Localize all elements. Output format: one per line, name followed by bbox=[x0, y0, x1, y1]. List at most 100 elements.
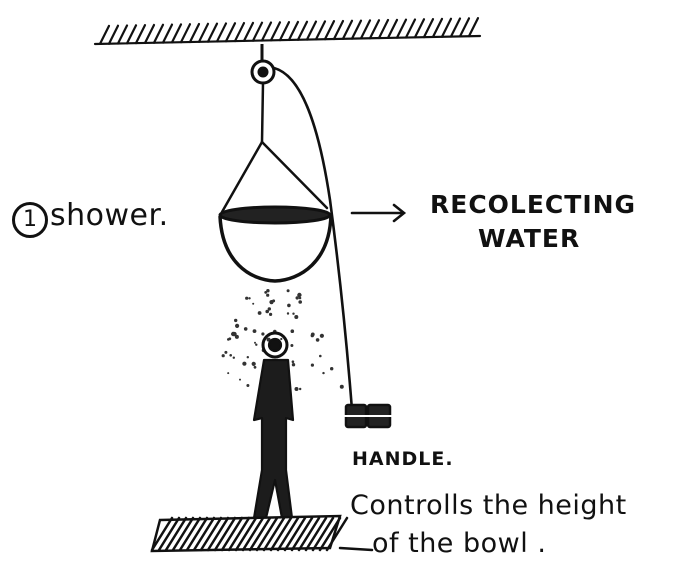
water-drop bbox=[234, 319, 237, 322]
ceiling-hatch-stroke bbox=[334, 21, 343, 39]
ceiling-hatch-stroke bbox=[253, 23, 262, 41]
ceiling-hatch-stroke bbox=[433, 19, 442, 37]
water-drop bbox=[299, 388, 301, 390]
water-drop bbox=[295, 387, 299, 391]
pulley-rope bbox=[274, 68, 352, 410]
note-line-2: of the bowl . bbox=[372, 528, 546, 559]
water-drop bbox=[311, 333, 315, 337]
water-drop bbox=[261, 332, 264, 335]
ceiling-hatch-stroke bbox=[118, 26, 127, 44]
ceiling-hatch-stroke bbox=[289, 22, 298, 40]
ceiling-hatch-stroke bbox=[145, 25, 154, 43]
ceiling-hatch-stroke bbox=[217, 23, 226, 41]
water-drop bbox=[252, 362, 256, 366]
water-drop bbox=[224, 351, 227, 354]
water-drop bbox=[255, 344, 257, 346]
ceiling-hatch-stroke bbox=[316, 21, 325, 39]
water-drop bbox=[248, 297, 250, 299]
water-bowl bbox=[220, 207, 331, 281]
pulley bbox=[252, 44, 274, 83]
ceiling-hatch-stroke bbox=[127, 25, 136, 43]
water-drop bbox=[322, 372, 324, 374]
suspension-cords bbox=[222, 83, 327, 212]
water-drop bbox=[291, 329, 295, 333]
water-drop bbox=[316, 338, 320, 342]
ceiling-hatch-stroke bbox=[379, 20, 388, 38]
water-drop bbox=[265, 310, 269, 314]
water-drop bbox=[231, 332, 235, 336]
ceiling-hatch-stroke bbox=[352, 21, 361, 39]
water-drop bbox=[245, 297, 248, 300]
ceiling-hatch-stroke bbox=[109, 26, 118, 44]
water-drop bbox=[287, 312, 289, 314]
ceiling-hatch-stroke bbox=[388, 20, 397, 38]
ceiling-hatch-stroke bbox=[469, 18, 478, 36]
ceiling-hatch-stroke bbox=[307, 22, 316, 40]
water-drop bbox=[272, 299, 275, 302]
water-drop bbox=[266, 294, 269, 297]
water-drop bbox=[266, 289, 269, 292]
ceiling-hatch-stroke bbox=[172, 24, 181, 42]
water-drop bbox=[292, 313, 294, 315]
ceiling-hatch-stroke bbox=[199, 24, 208, 42]
water-drop bbox=[239, 379, 241, 381]
water-drop bbox=[244, 327, 248, 331]
ceiling-hatch-stroke bbox=[100, 26, 109, 44]
ceiling-hatch-stroke bbox=[370, 20, 379, 38]
water-drop bbox=[254, 366, 257, 369]
recollecting-label: RECOLECTING bbox=[430, 190, 636, 219]
step-number-badge: 1 bbox=[12, 202, 48, 238]
ceiling-hatch-stroke bbox=[181, 24, 190, 42]
ceiling-hatch-stroke bbox=[262, 22, 271, 40]
ceiling-hatch-stroke bbox=[163, 25, 172, 43]
water-drop bbox=[292, 363, 295, 366]
water-drop bbox=[320, 334, 324, 338]
shower-label: shower. bbox=[50, 198, 169, 233]
ceiling-hatch-stroke bbox=[280, 22, 289, 40]
water-drop bbox=[227, 372, 229, 374]
water-drop bbox=[229, 354, 232, 357]
ceiling-hatch-stroke bbox=[190, 24, 199, 42]
note-line-1: Controlls the height bbox=[350, 490, 627, 521]
water-drop bbox=[298, 300, 302, 304]
water-drop bbox=[252, 303, 254, 305]
handle bbox=[343, 405, 394, 427]
ceiling-hatch-stroke bbox=[460, 18, 469, 36]
water-drop bbox=[235, 324, 239, 328]
water-drop bbox=[290, 344, 293, 347]
water-drop bbox=[228, 337, 231, 340]
water-drop bbox=[319, 355, 322, 358]
water-drop bbox=[247, 356, 249, 358]
ceiling-hatch-stroke bbox=[442, 19, 451, 37]
person-figure bbox=[254, 333, 293, 518]
ceiling-hatch-stroke bbox=[298, 22, 307, 40]
ceiling-hatch-stroke bbox=[325, 21, 334, 39]
ceiling-hatch-stroke bbox=[271, 22, 280, 40]
water-drop bbox=[235, 335, 239, 339]
water-drop bbox=[340, 385, 344, 389]
water-drop bbox=[287, 304, 291, 308]
arrow bbox=[352, 205, 404, 221]
ceiling-hatch-stroke bbox=[244, 23, 253, 41]
ceiling-hatch-stroke bbox=[406, 19, 415, 37]
handle-label: HANDLE. bbox=[352, 448, 454, 470]
water-drop bbox=[222, 354, 225, 357]
ceiling-hatch-stroke bbox=[235, 23, 244, 41]
water-drop bbox=[294, 315, 298, 319]
ceiling-hatch-stroke bbox=[361, 20, 370, 38]
ceiling-hatch-stroke bbox=[226, 23, 235, 41]
water-drop bbox=[287, 289, 290, 292]
floor bbox=[152, 516, 372, 551]
ceiling bbox=[95, 18, 480, 44]
ceiling-hatch-stroke bbox=[397, 20, 406, 38]
water-drop bbox=[280, 338, 282, 340]
water-drop bbox=[311, 364, 314, 367]
ceiling-hatch-stroke bbox=[154, 25, 163, 43]
ceiling-hatch-stroke bbox=[424, 19, 433, 37]
water-drop bbox=[330, 367, 333, 370]
water-drop bbox=[292, 360, 295, 363]
water-drop bbox=[233, 357, 235, 359]
ceiling-hatch-stroke bbox=[136, 25, 145, 43]
ceiling-hatch-stroke bbox=[208, 24, 217, 42]
